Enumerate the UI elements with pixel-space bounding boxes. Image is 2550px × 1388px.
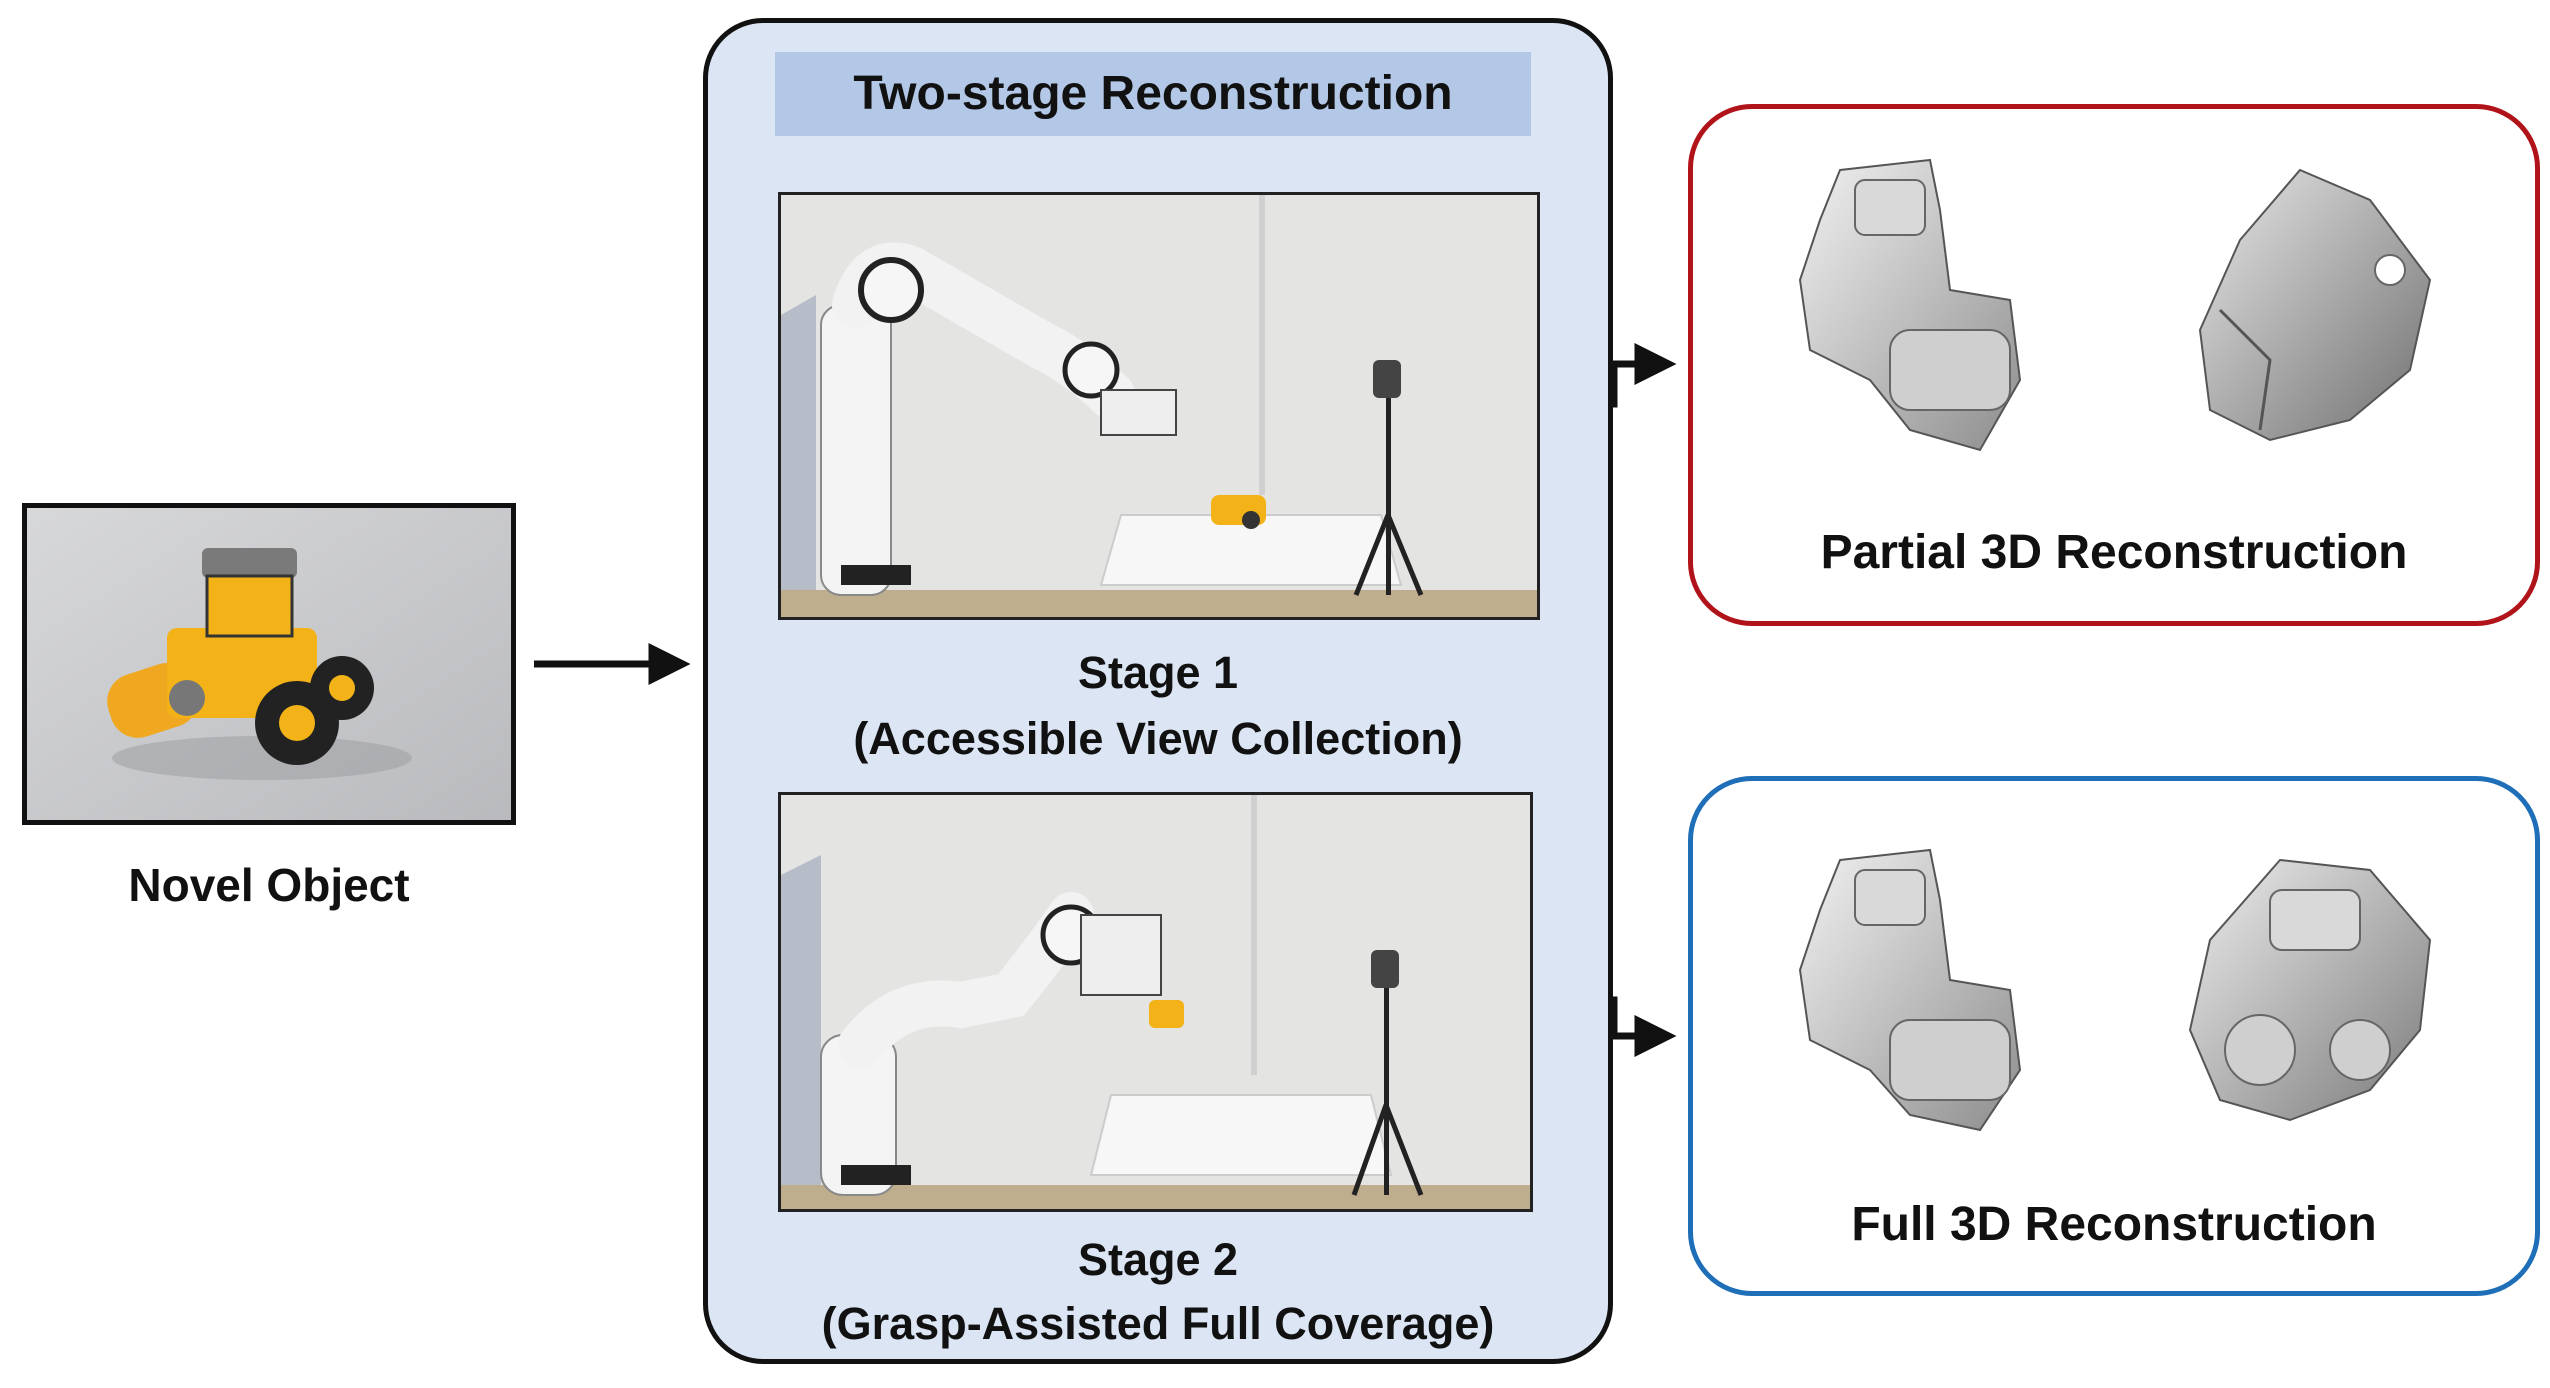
novel-object-photo <box>22 503 516 825</box>
stage2-title: Stage 2 <box>1077 1234 1239 1285</box>
camera-tripod-icon <box>1353 360 1424 596</box>
robot-arm-icon <box>820 892 1184 1196</box>
mesh-reconstruction-icon <box>1798 848 2022 1132</box>
mesh-reconstruction-icon <box>1798 158 2022 452</box>
mesh-reconstruction-icon <box>2188 858 2432 1122</box>
camera-tripod-icon <box>1351 950 1424 1196</box>
stage2-photo <box>778 792 1533 1212</box>
novel-object-label: Novel Object <box>128 859 410 911</box>
stage2-label: Stage 2 (Grasp-Assisted Full Coverage) <box>703 1228 1613 1356</box>
stage1-title: Stage 1 <box>1077 647 1239 698</box>
stage2-subtitle: (Grasp-Assisted Full Coverage) <box>821 1298 1495 1349</box>
panel-title: Two-stage Reconstruction <box>775 52 1531 136</box>
stage1-label: Stage 1 (Accessible View Collection) <box>703 640 1613 772</box>
stage1-subtitle: (Accessible View Collection) <box>853 713 1463 764</box>
toy-roller-icon <box>107 548 412 780</box>
robot-arm-icon <box>820 242 1177 596</box>
partial-reconstruction-label: Partial 3D Reconstruction <box>1820 526 2408 579</box>
stage1-photo <box>778 192 1540 620</box>
mesh-reconstruction-icon <box>2198 168 2432 442</box>
full-reconstruction-label: Full 3D Reconstruction <box>1851 1198 2377 1251</box>
